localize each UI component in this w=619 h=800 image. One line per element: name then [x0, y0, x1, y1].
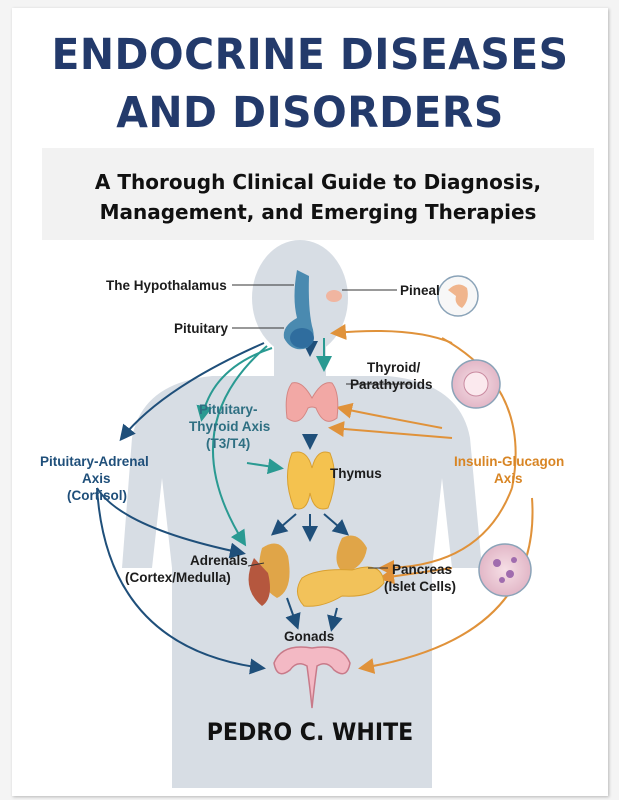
pancreas-icon	[297, 566, 385, 607]
pituitary-adrenal-axis-label-line2: Axis	[82, 471, 111, 486]
gonads-icon	[273, 646, 351, 709]
insulin-glucagon-axis-label-line1: Insulin-Glucagon	[454, 454, 564, 469]
author-name: PEDRO C. WHITE	[206, 718, 414, 746]
pituitary-adrenal-axis-label-line1: Pituitary-Adrenal	[40, 454, 149, 469]
thyroid-gland-icon	[285, 382, 339, 422]
thyroid-follicle-inset-icon	[451, 359, 501, 409]
pituitary-adrenal-axis-label-line3: (Cortisol)	[67, 488, 127, 503]
pineal-inset-icon	[437, 275, 479, 317]
pituitary-thyroid-axis-label-line3: (T3/T4)	[206, 436, 250, 451]
adrenals-label-line1: Adrenals	[190, 553, 248, 568]
pituitary-thyroid-axis-label-line1: Pituitary-	[199, 402, 258, 417]
teal-arrows	[196, 338, 332, 547]
subtitle-box: A Thorough Clinical Guide to Diagnosis, …	[42, 148, 594, 240]
thymus-label: Thymus	[330, 466, 382, 481]
thyroid-label-line1: Thyroid/	[367, 360, 420, 375]
book-title-line2: AND DISORDERS	[116, 88, 504, 138]
thyroid-label-line2: Parathyroids	[350, 377, 433, 392]
gonads-label: Gonads	[284, 629, 334, 644]
subtitle-line1: A Thorough Clinical Guide to Diagnosis,	[94, 170, 542, 194]
subtitle-line2: Management, and Emerging Therapies	[99, 200, 537, 224]
adrenal-gland-icon	[248, 535, 367, 606]
adrenals-label-line2: (Cortex/Medulla)	[125, 570, 231, 585]
pineal-label: Pineal	[400, 283, 440, 298]
leader-lines	[232, 284, 412, 569]
pineal-gland-icon	[326, 290, 342, 302]
pituitary-thyroid-axis-label-line2: Thyroid Axis	[189, 419, 270, 434]
islet-cells-inset-icon	[478, 543, 532, 597]
pancreas-label-line2: (Islet Cells)	[384, 579, 456, 594]
thymus-gland-icon	[287, 451, 335, 510]
book-title-line1: ENDOCRINE DISEASES	[51, 30, 569, 80]
endocrine-diagram: The Hypothalamus Pituitary Pineal Thyroi…	[40, 240, 564, 788]
pituitary-gland-icon	[283, 270, 314, 350]
orange-arrows	[328, 323, 534, 674]
hypothalamus-label: The Hypothalamus	[106, 278, 227, 293]
insulin-glucagon-axis-label-line2: Axis	[494, 471, 523, 486]
pituitary-label: Pituitary	[174, 321, 229, 336]
pancreas-label-line1: Pancreas	[392, 562, 452, 577]
book-cover: ENDOCRINE DISEASES AND DISORDERS A Thoro…	[12, 8, 608, 796]
